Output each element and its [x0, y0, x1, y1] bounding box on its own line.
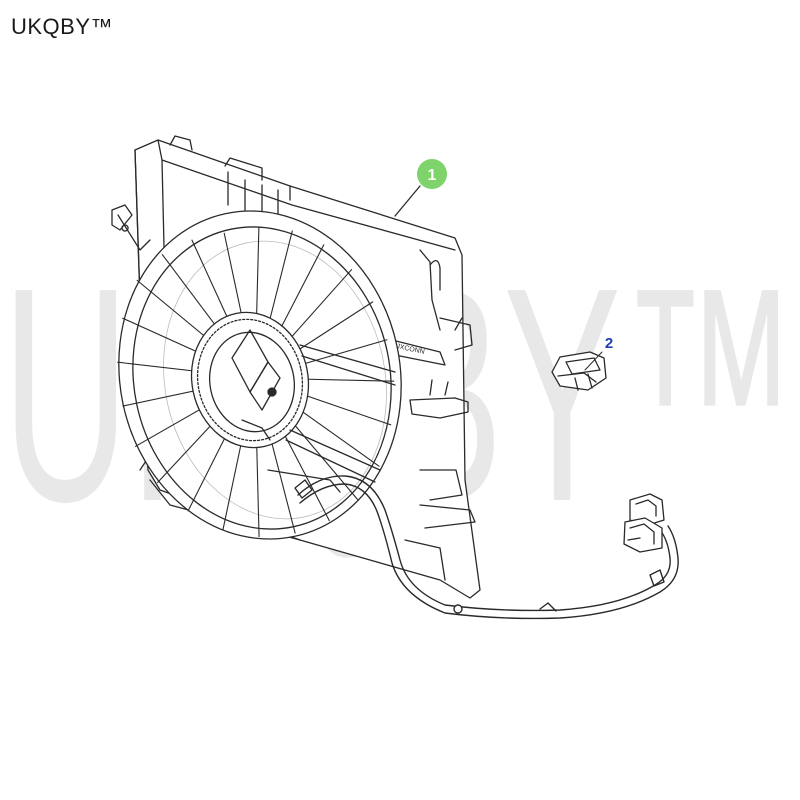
- callout-1: 1: [417, 159, 447, 189]
- callout-2-leader: [584, 351, 603, 371]
- brand-label: UKQBY™: [11, 14, 114, 39]
- harness-connectors: [623, 493, 665, 553]
- wiring-harness: [294, 475, 679, 620]
- motor-struts: [267, 344, 396, 493]
- part-2-clip: [551, 351, 607, 391]
- callout-1-number: 1: [428, 167, 437, 184]
- callout-2-number: 2: [605, 335, 613, 352]
- callout-2: 2: [605, 335, 613, 352]
- callout-1-leader: [394, 185, 421, 217]
- callout-1-badge: [417, 159, 447, 189]
- fan-hub: [190, 311, 310, 449]
